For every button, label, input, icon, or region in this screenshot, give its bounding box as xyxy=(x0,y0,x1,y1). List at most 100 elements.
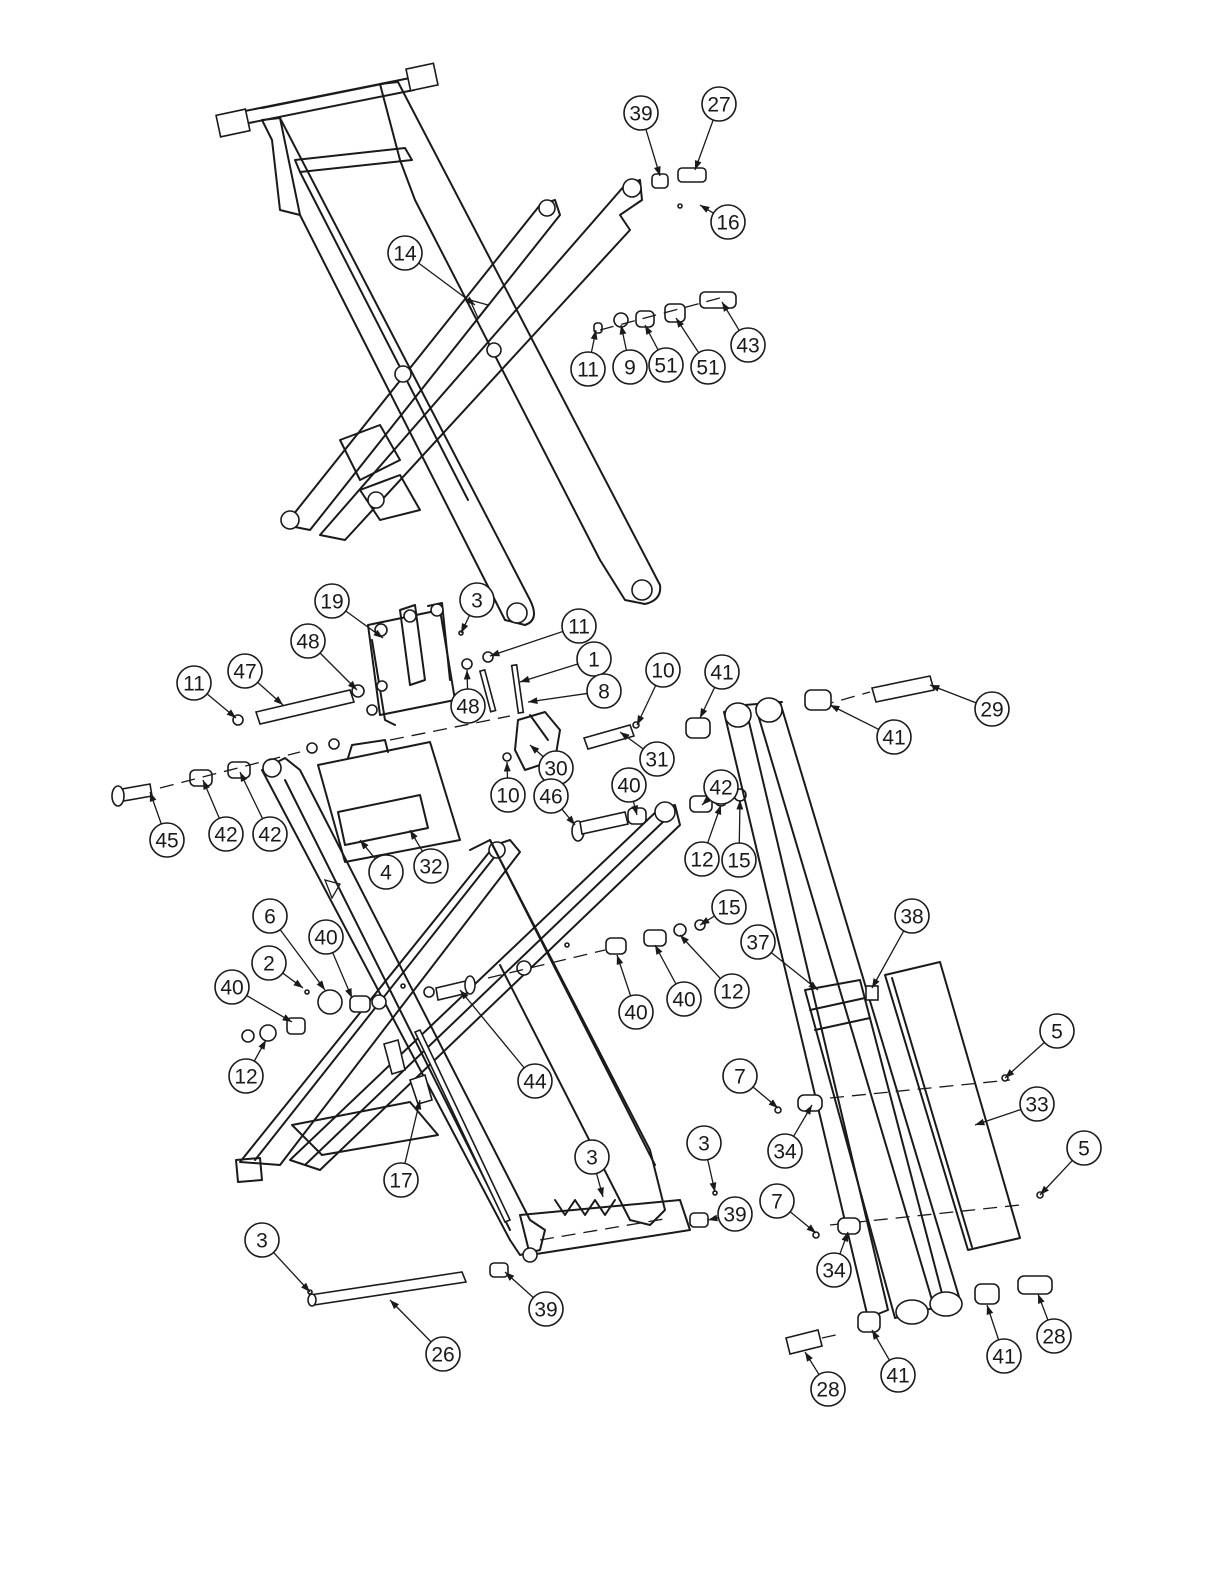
callout-label: 27 xyxy=(707,94,730,117)
callout-41: 41 xyxy=(830,705,911,754)
callout-label: 32 xyxy=(419,856,442,879)
callout-11: 11 xyxy=(571,330,605,386)
callout-label: 3 xyxy=(698,1133,710,1156)
callout-5: 5 xyxy=(1040,1131,1101,1195)
callout-label: 40 xyxy=(314,927,337,950)
callout-label: 30 xyxy=(544,758,567,781)
callout-label: 4 xyxy=(380,862,392,885)
callout-40: 40 xyxy=(655,945,701,1016)
callout-label: 3 xyxy=(256,1230,268,1253)
callout-8: 8 xyxy=(528,674,621,708)
callout-28: 28 xyxy=(1037,1294,1071,1353)
callout-33: 33 xyxy=(975,1087,1054,1125)
leader-arrowhead xyxy=(597,1187,604,1197)
leader-arrowhead xyxy=(700,205,710,213)
callout-label: 12 xyxy=(234,1066,257,1089)
callout-label: 43 xyxy=(736,335,759,358)
callout-label: 48 xyxy=(456,696,479,719)
callout-3: 3 xyxy=(460,583,494,633)
callout-label: 29 xyxy=(980,699,1003,722)
callout-42: 42 xyxy=(203,780,243,851)
callout-47: 47 xyxy=(228,654,283,705)
callout-27: 27 xyxy=(695,87,736,170)
callout-12: 12 xyxy=(685,805,721,876)
callout-3: 3 xyxy=(687,1126,721,1192)
callout-44: 44 xyxy=(460,990,552,1098)
callout-label: 41 xyxy=(992,1346,1015,1369)
callout-label: 40 xyxy=(672,989,695,1012)
leader-arrowhead xyxy=(464,670,471,679)
callout-label: 5 xyxy=(1078,1138,1090,1161)
leader-arrowhead xyxy=(715,805,721,815)
pin-47 xyxy=(233,685,364,725)
callout-label: 2 xyxy=(263,953,275,976)
callout-label: 28 xyxy=(1042,1326,1065,1349)
upper-hardware xyxy=(594,168,736,333)
callout-38: 38 xyxy=(872,899,929,988)
callout-32: 32 xyxy=(410,830,448,883)
callout-46: 46 xyxy=(534,779,575,825)
leader-line xyxy=(490,631,563,656)
leader-arrowhead xyxy=(805,1352,813,1362)
callout-label: 44 xyxy=(523,1071,547,1094)
leader-line xyxy=(460,990,524,1068)
leader-arrowhead xyxy=(700,708,707,718)
callout-label: 51 xyxy=(654,355,677,378)
callout-label: 40 xyxy=(624,1002,647,1025)
callout-label: 16 xyxy=(716,212,739,235)
callout-label: 14 xyxy=(393,243,417,266)
callout-label: 45 xyxy=(155,830,178,853)
callout-label: 7 xyxy=(771,1191,783,1214)
callout-label: 9 xyxy=(624,357,636,380)
callout-label: 11 xyxy=(577,359,599,382)
leader-arrowhead xyxy=(293,980,303,988)
callout-26: 26 xyxy=(390,1300,460,1371)
callout-3: 3 xyxy=(245,1223,310,1292)
callout-17: 17 xyxy=(384,1100,421,1197)
callout-10: 10 xyxy=(491,762,525,812)
leader-arrowhead xyxy=(461,623,468,633)
callout-label: 37 xyxy=(746,932,769,955)
leader-line xyxy=(872,931,904,988)
callout-41: 41 xyxy=(987,1305,1021,1373)
callout-42: 42 xyxy=(240,772,287,851)
callout-label: 17 xyxy=(389,1170,412,1193)
callout-label: 39 xyxy=(629,103,652,126)
callout-label: 6 xyxy=(264,906,276,929)
callout-label: 41 xyxy=(710,662,733,685)
callout-39: 39 xyxy=(708,1197,752,1231)
callout-43: 43 xyxy=(722,302,765,362)
callout-10: 10 xyxy=(637,653,680,725)
callout-label: 5 xyxy=(1051,1021,1063,1044)
callout-label: 42 xyxy=(709,777,732,800)
callout-label: 51 xyxy=(696,357,719,380)
leader-arrowhead xyxy=(1038,1294,1045,1304)
callout-label: 41 xyxy=(886,1365,909,1388)
callout-label: 3 xyxy=(471,590,483,613)
leader-arrowhead xyxy=(520,676,530,683)
callout-3: 3 xyxy=(575,1140,609,1197)
callout-label: 42 xyxy=(214,824,237,847)
callout-7: 7 xyxy=(723,1059,778,1108)
callout-label: 1 xyxy=(588,649,600,672)
leader-arrowhead xyxy=(317,980,325,990)
callout-label: 28 xyxy=(816,1379,839,1402)
callout-label: 15 xyxy=(727,850,750,873)
leader-arrowhead xyxy=(987,1305,994,1315)
leader-arrowhead xyxy=(345,988,352,998)
callout-51: 51 xyxy=(676,318,725,384)
callout-48: 48 xyxy=(291,624,357,690)
callout-5: 5 xyxy=(1005,1014,1074,1078)
callout-16: 16 xyxy=(700,205,745,239)
callout-label: 12 xyxy=(690,849,713,872)
callout-34: 34 xyxy=(768,1105,812,1168)
callout-label: 15 xyxy=(717,897,740,920)
callout-label: 8 xyxy=(598,681,610,704)
callout-34: 34 xyxy=(817,1232,851,1287)
callout-28: 28 xyxy=(805,1352,845,1406)
callout-label: 34 xyxy=(822,1260,846,1283)
callout-label: 26 xyxy=(431,1344,454,1367)
callout-45: 45 xyxy=(150,792,184,857)
callout-29: 29 xyxy=(930,685,1009,726)
callout-label: 39 xyxy=(534,1299,557,1322)
